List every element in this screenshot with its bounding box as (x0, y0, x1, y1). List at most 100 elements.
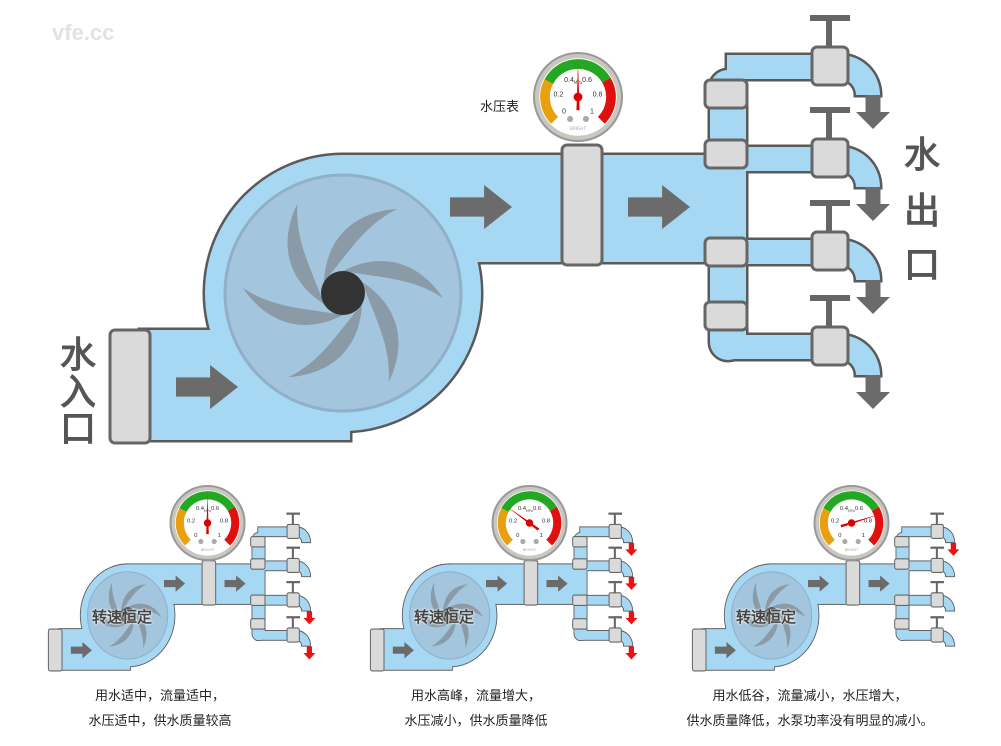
faucet-body (930, 523, 944, 540)
down-arrow-icon (625, 611, 638, 625)
faucet-stem (291, 618, 294, 629)
faucet-handle (608, 512, 622, 515)
faucet-body (608, 627, 622, 643)
caption-line: 水压适中，供水质量较高 (88, 714, 232, 729)
manifold-joint (703, 236, 749, 268)
pipe-fill (902, 561, 938, 571)
faucet-body (930, 627, 944, 643)
caption-line: 用水适中，流量适中， (94, 689, 225, 704)
impeller-blade (443, 584, 469, 612)
gauge-screw (198, 538, 204, 545)
scene-2-speed-label: 转速恒定 (414, 608, 475, 626)
flow-arrow-icon (486, 575, 508, 592)
gauge-tick-label: 0.4 (564, 77, 574, 84)
faucet-stem (613, 514, 616, 525)
scene-3-speed-label: 转速恒定 (736, 608, 797, 626)
pipe-fill (580, 630, 616, 640)
gauge-brand: BRIGHT (845, 548, 859, 552)
gauge-tick-label: 1 (218, 533, 221, 539)
impeller-hub (321, 271, 365, 315)
faucet-stem (613, 618, 616, 629)
gauge-zone (540, 79, 559, 124)
gauge-zone (501, 491, 557, 513)
impeller-blade (93, 613, 128, 628)
outlet-label-1: 水 (904, 135, 941, 176)
flow-arrow-icon (546, 575, 568, 592)
manifold-joint (250, 618, 266, 630)
down-arrow-icon (856, 187, 891, 221)
inlet-coupler (369, 628, 385, 672)
down-arrow-icon (625, 576, 638, 590)
impeller-blade (737, 613, 772, 628)
outlet-label-2: 出 (904, 191, 941, 232)
faucet-body (286, 592, 300, 608)
gauge-tick-label: 0 (838, 533, 842, 539)
faucet-handle (608, 616, 622, 619)
pipe-fill (902, 527, 938, 537)
gauge-tick-label: 0.8 (593, 91, 603, 98)
faucet-handle (930, 616, 944, 619)
gauge-pivot (203, 519, 212, 527)
down-arrow-icon (625, 646, 638, 660)
gauge-brand: BRIGHT (201, 548, 215, 552)
pipe-fill (258, 527, 294, 537)
pipe-fill (580, 595, 616, 605)
watermark: vfe.cc (52, 20, 115, 45)
scene-2-caption: 用水高峰，流量增大， 水压减小，供水质量降低 (316, 684, 636, 734)
scene-1-speed-label: 转速恒定 (92, 608, 153, 626)
down-arrow-icon (856, 95, 891, 129)
scene-2-pump (369, 512, 634, 672)
manifold-joint (250, 558, 266, 570)
faucet-stem (291, 582, 294, 594)
down-arrow-icon (947, 542, 960, 556)
gauge-tick-label: 0.8 (220, 518, 229, 524)
manifold-joint (703, 300, 749, 332)
gauge-tick-label: 0 (194, 533, 198, 539)
impeller-blade (323, 208, 398, 282)
faucet-stem (613, 582, 616, 594)
flow-arrow-icon (392, 642, 414, 659)
main-pump-scene (108, 15, 891, 445)
inlet-coupler (108, 328, 152, 445)
impeller-blade (752, 582, 766, 620)
impeller-blade (108, 582, 122, 620)
gauge-zone (175, 508, 191, 546)
flow-arrow-icon (868, 575, 890, 592)
scene-3-pump (691, 512, 956, 672)
impeller-blade (127, 603, 162, 618)
manifold-joint (572, 594, 588, 606)
faucet-stem (826, 205, 832, 233)
gauge-unit: MPa (848, 509, 855, 513)
faucet-handle (810, 107, 850, 113)
manifold-joint (894, 618, 910, 630)
gauge-pivot (573, 92, 583, 102)
faucet-handle (286, 546, 300, 549)
down-arrow-icon (856, 375, 891, 409)
manifold-joint (894, 594, 910, 606)
impeller-blade (362, 282, 399, 383)
gauge-tick-label: 0 (562, 108, 566, 115)
down-arrow-icon (625, 542, 638, 556)
gauge-tick-label: 0.6 (855, 506, 864, 512)
gauge-tick-label: 0.8 (542, 518, 551, 524)
gauge-brand: BRIGHT (523, 548, 537, 552)
impeller-blade (288, 304, 363, 378)
gauge-coupler (523, 560, 539, 606)
faucet-handle (286, 581, 300, 584)
faucet-stem (935, 514, 938, 525)
scene-1-pump (47, 512, 312, 672)
gauge-tick-label: 0.4 (196, 506, 205, 512)
impeller-blade (765, 584, 791, 612)
faucet-handle (608, 581, 622, 584)
gauge-tick-label: 0.6 (211, 506, 220, 512)
pipe-fill (258, 561, 294, 571)
gauge-tick-label: 0.2 (831, 518, 839, 524)
gauge-tick-label: 0.8 (864, 518, 873, 524)
faucet-handle (930, 581, 944, 584)
impeller-hub (442, 607, 458, 624)
down-arrow-icon (303, 646, 316, 660)
inlet-label-3: 口 (60, 409, 97, 450)
faucet-handle (930, 546, 944, 549)
gauge-screw (842, 538, 848, 545)
faucet-body (608, 523, 622, 540)
